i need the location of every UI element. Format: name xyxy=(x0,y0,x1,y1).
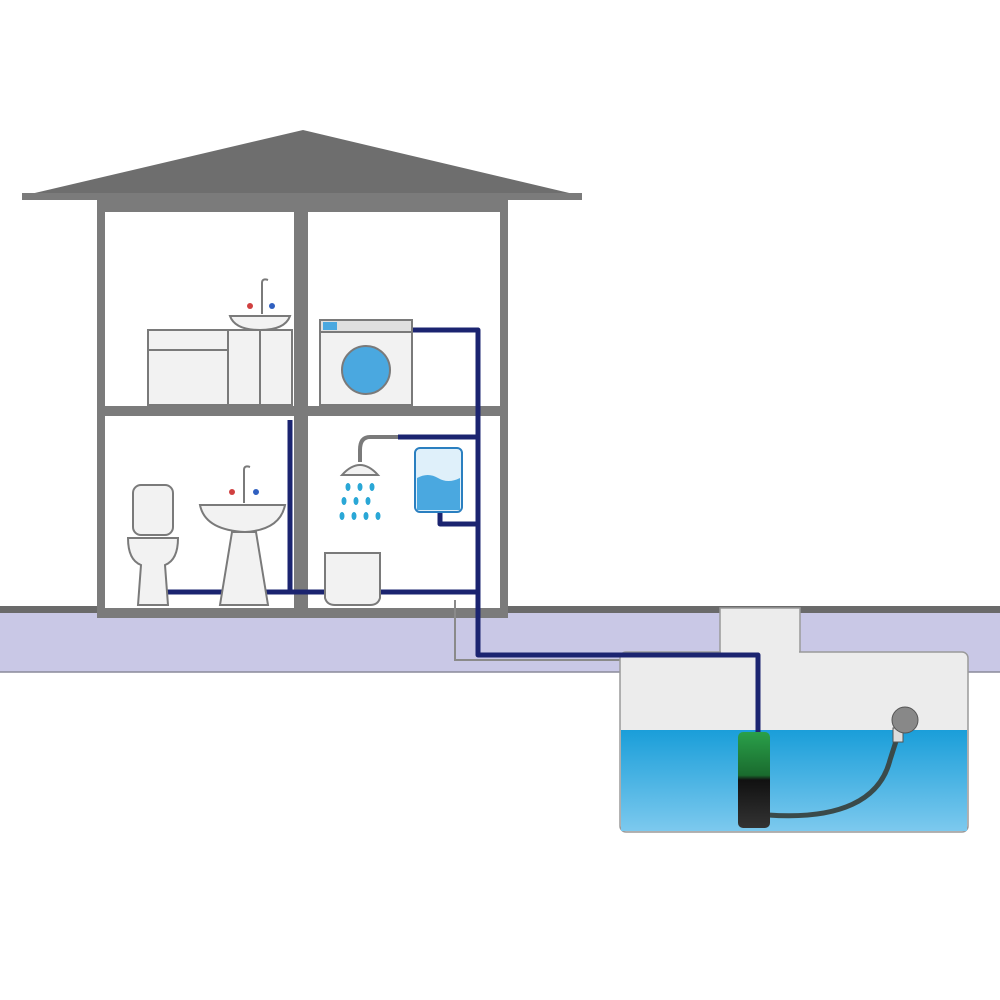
washing-machine-icon xyxy=(319,319,413,406)
pump-body xyxy=(738,732,770,828)
submersible-pump-icon xyxy=(738,732,901,828)
toilet-icon xyxy=(126,484,180,606)
supply-pipes xyxy=(165,327,761,735)
shower-icon xyxy=(339,435,398,520)
float-ball xyxy=(891,706,919,734)
pump-hose xyxy=(767,734,901,819)
tank-neck-cover xyxy=(721,650,799,654)
washbasin-icon xyxy=(227,278,293,406)
kitchen-cabinet-icon xyxy=(147,329,229,406)
main-pipe xyxy=(412,327,761,735)
heater-pipe xyxy=(437,512,478,527)
roof-eave xyxy=(22,193,582,200)
water-drops xyxy=(339,483,381,520)
washer-window xyxy=(341,345,391,395)
bathtub-icon xyxy=(324,552,381,606)
float-switch-icon xyxy=(891,706,919,743)
water-heater-icon xyxy=(414,447,463,513)
house-icon xyxy=(22,130,582,618)
pedestal-sink-icon xyxy=(198,465,287,606)
roof xyxy=(22,130,582,196)
drain-pipe xyxy=(454,600,620,661)
